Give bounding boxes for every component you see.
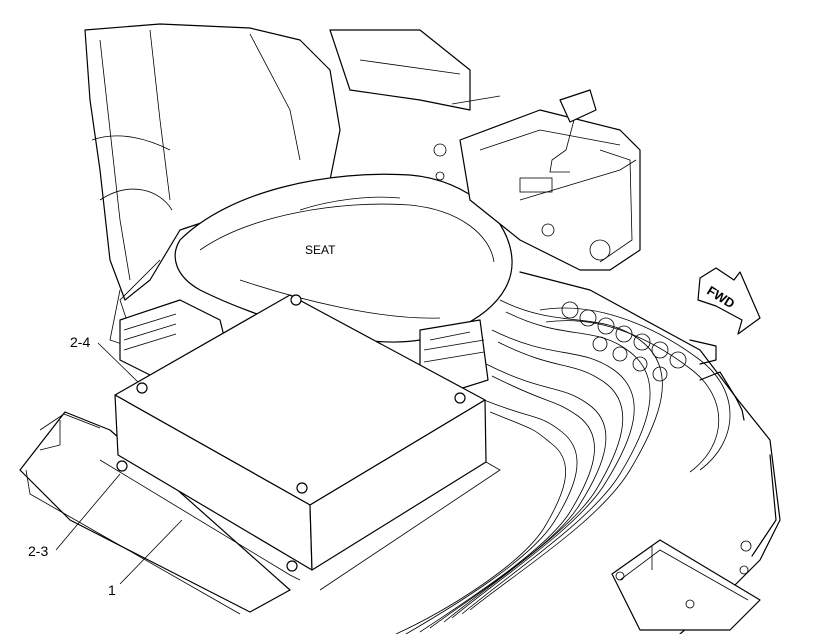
seat-back — [84, 23, 501, 301]
callout-label: 2-3 — [28, 543, 48, 559]
callout-2-3: 2-3 — [28, 473, 121, 559]
callout-label: 2-4 — [70, 334, 90, 350]
hydraulic-lines — [395, 299, 731, 635]
seat-cushion: SEAT — [109, 173, 513, 351]
bolt-icon — [116, 460, 128, 472]
bolt-icon — [290, 294, 302, 306]
seat-label: SEAT — [305, 243, 336, 257]
bolt-icon — [136, 382, 148, 394]
callout-label: 1 — [108, 582, 116, 598]
box-cover — [99, 294, 501, 591]
bolt-icon — [296, 482, 308, 494]
access-cover — [611, 539, 761, 631]
forward-arrow-icon: FWD — [697, 267, 761, 335]
control-console — [433, 89, 641, 271]
callout-1: 1 — [108, 519, 183, 598]
callout-2-4: 2-4 — [70, 334, 139, 383]
bolt-icon — [454, 392, 466, 404]
bolt-icon — [286, 560, 298, 572]
